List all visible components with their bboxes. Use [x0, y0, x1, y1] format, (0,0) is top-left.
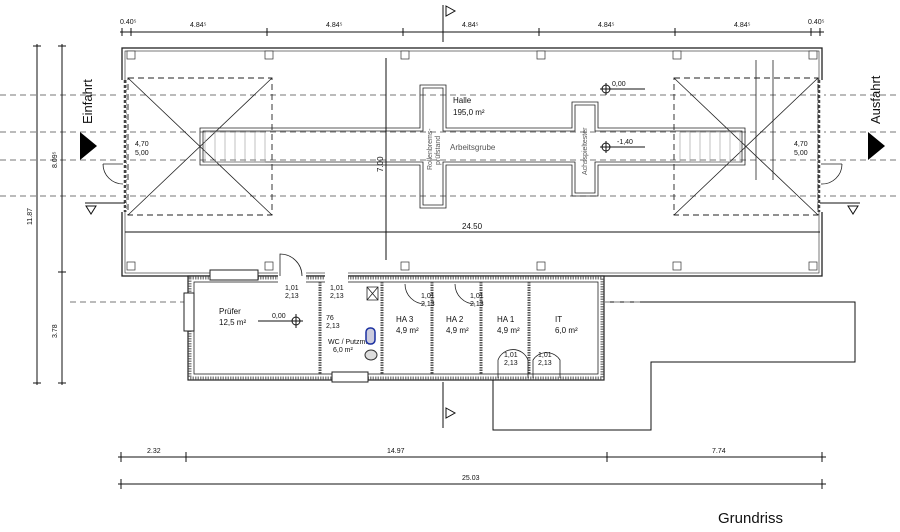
dim-top-5: 4.84⁵	[734, 22, 751, 29]
room-labels: Prüfer 12,5 m² 0,00 WC / Putzm. 6,0 m² H…	[219, 307, 578, 354]
level-marker-icon	[600, 141, 645, 153]
hall: 7.00 24.50 Halle 195,0 m² Arbeitsgrube R…	[85, 47, 860, 277]
level-marker-icon	[600, 83, 645, 95]
door-width: 76	[326, 315, 334, 322]
dim-annex-height: 3.78	[52, 324, 59, 338]
annex	[183, 253, 605, 383]
room-area: 6,0 m²	[333, 347, 354, 354]
door-width: 1,01	[330, 285, 344, 292]
door-width: 1,01	[538, 352, 552, 359]
door-height: 2,13	[285, 293, 299, 300]
dim-total-height: 11.87	[27, 208, 34, 225]
section-marker-top	[442, 5, 457, 42]
pit-label: Arbeitsgrube	[450, 143, 496, 152]
site-outline	[492, 301, 856, 431]
door-height: 2,13	[421, 301, 435, 308]
entrance-arrow-icon	[80, 132, 97, 160]
hall-width-dim: 24.50	[462, 222, 483, 231]
room-name: HA 3	[396, 315, 414, 324]
dim-bottom-2: 14.97	[387, 448, 405, 455]
sink-icon	[365, 327, 376, 345]
dim-bottom-1: 2.32	[147, 448, 161, 455]
brake-tester-label-2: prüfstand	[435, 136, 442, 165]
dim-top-6: 0.40⁵	[808, 19, 825, 26]
door-height: 2,13	[470, 301, 484, 308]
dim-top-4: 4.84⁵	[598, 22, 615, 29]
hall-height-dim: 7.00	[376, 156, 385, 172]
dim-top-3: 4.84⁵	[462, 22, 479, 29]
level-triangle-icon	[847, 205, 859, 215]
dim-bottom-3: 7.74	[712, 448, 726, 455]
door-height: 2,13	[538, 360, 552, 367]
brake-tester-label-1: Rollenbrems-	[427, 128, 434, 170]
gate-right-height: 5,00	[794, 150, 808, 157]
door-labels: 1,012,13 1,012,13 762,13 1,012,13 1,012,…	[285, 285, 552, 367]
gate-right-width: 4,70	[794, 141, 808, 148]
gate-left-height: 5,00	[135, 150, 149, 157]
dim-top-2: 4.84⁵	[326, 22, 343, 29]
axle-tester-label: Achsspieltester	[582, 127, 589, 175]
door-width: 1,01	[421, 293, 435, 300]
exit-label: Ausfahrt	[868, 75, 883, 124]
toilet-icon	[364, 349, 378, 361]
gate-left-width: 4,70	[135, 141, 149, 148]
drawing-title: Grundriss	[718, 510, 784, 527]
door-height: 2,13	[326, 323, 340, 330]
exit-arrow-icon	[868, 132, 885, 160]
room-area: 4,9 m²	[396, 326, 419, 335]
door-height: 2,13	[504, 360, 518, 367]
room-level: 0,00	[272, 313, 286, 320]
top-dimension-chain: 0.40⁵ 4.84⁵ 4.84⁵ 4.84⁵ 4.84⁵ 4.84⁵ 0.40…	[120, 19, 825, 36]
room-area: 4,9 m²	[497, 326, 520, 335]
level-triangle-icon	[85, 205, 97, 215]
room-name: Prüfer	[219, 307, 241, 316]
dim-bottom-total: 25.03	[462, 475, 480, 482]
dim-top-0: 0.40⁵	[120, 19, 137, 26]
door-width: 1,01	[285, 285, 299, 292]
hall-name: Halle	[453, 96, 472, 105]
room-name: HA 2	[446, 315, 464, 324]
room-name: HA 1	[497, 315, 515, 324]
left-dimension-chain: 11.87 8.09⁵ 3.78	[27, 44, 66, 385]
room-area: 6,0 m²	[555, 326, 578, 335]
entrance-label: Einfahrt	[80, 79, 95, 124]
door-width: 1,01	[504, 352, 518, 359]
hall-area: 195,0 m²	[453, 108, 485, 117]
door-height: 2,13	[330, 293, 344, 300]
room-area: 4,9 m²	[446, 326, 469, 335]
door-width: 1,01	[470, 293, 484, 300]
level-pit: -1,40	[617, 139, 633, 146]
level-floor: 0,00	[612, 81, 626, 88]
room-area: 12,5 m²	[219, 318, 246, 327]
axis-lines	[0, 94, 900, 303]
room-name: IT	[555, 315, 562, 324]
dim-top-1: 4.84⁵	[190, 22, 207, 29]
room-name: WC / Putzm.	[328, 339, 367, 346]
bottom-dimension-chain: 2.32 14.97 7.74 25.03	[118, 448, 826, 489]
section-marker-bottom	[442, 382, 457, 428]
dim-hall-height: 8.09⁵	[52, 151, 59, 168]
